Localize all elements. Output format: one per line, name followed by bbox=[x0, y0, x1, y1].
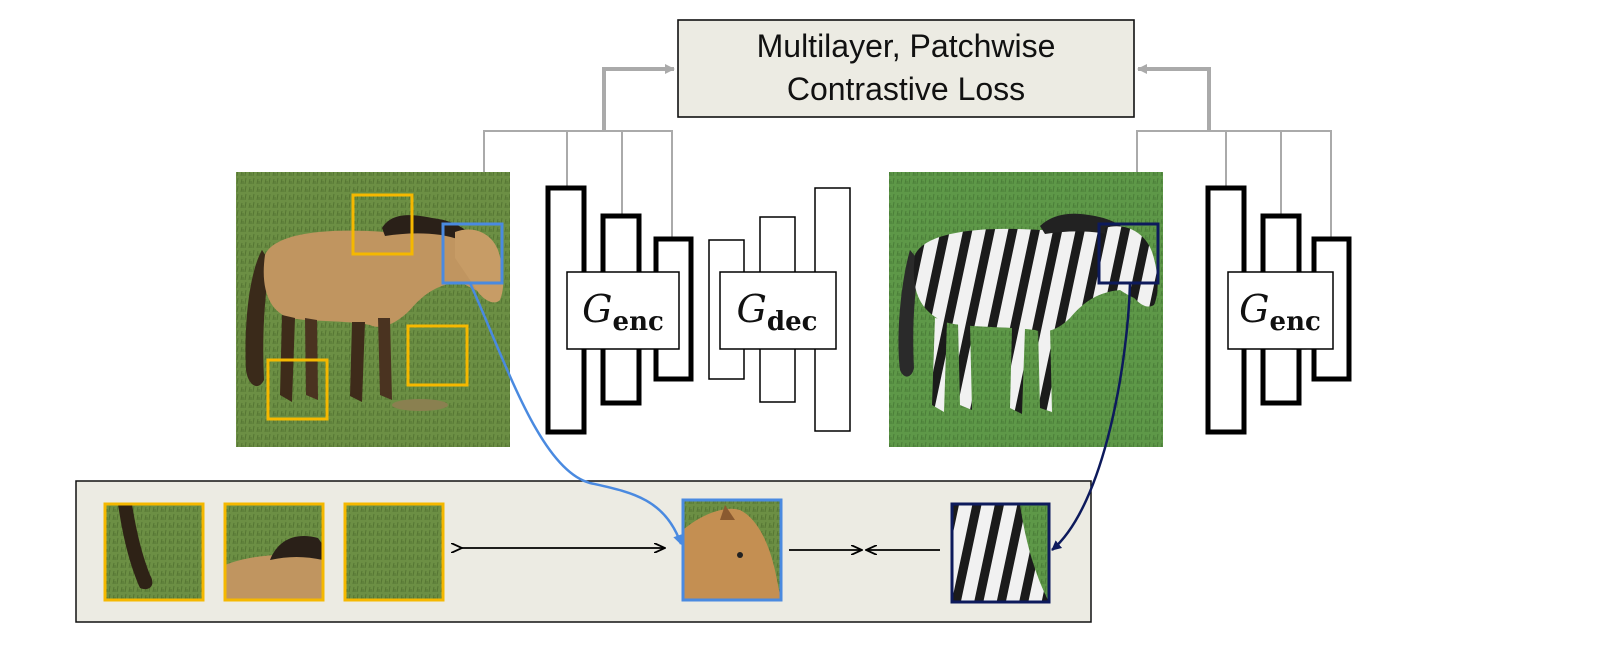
query-patch-zebra-head bbox=[950, 502, 1051, 604]
encoder-left: Genc bbox=[545, 185, 694, 435]
negative-patch-grass bbox=[343, 502, 445, 602]
horse-negative-patches bbox=[266, 193, 469, 421]
zebra-output-image bbox=[889, 172, 1163, 447]
decoder-label-box bbox=[719, 271, 837, 350]
zebra-query-patch-box bbox=[1097, 222, 1160, 285]
left-feature-connectors bbox=[483, 64, 675, 240]
encoder-right: Genc bbox=[1205, 185, 1352, 435]
loss-title-line-1: Multilayer, Patchwise bbox=[757, 28, 1056, 64]
encoder-right-label: Genc bbox=[1239, 287, 1321, 337]
contrastive-arrows bbox=[462, 548, 940, 550]
encoder-left-label: Genc bbox=[582, 287, 664, 337]
positive-patch-horse-head bbox=[681, 498, 783, 602]
loss-title-line-2: Contrastive Loss bbox=[787, 71, 1025, 107]
query-patch-extraction-arrow bbox=[1051, 282, 1132, 551]
negative-patch-box bbox=[406, 324, 469, 387]
negative-patch-box bbox=[266, 358, 329, 421]
encoder-left-label-box bbox=[566, 271, 680, 350]
negative-patch-leg bbox=[103, 502, 205, 602]
horse-positive-patch-box bbox=[441, 222, 504, 285]
right-feature-connectors bbox=[1136, 64, 1332, 240]
horse-input-image bbox=[236, 172, 510, 447]
negative-patch-back bbox=[223, 502, 325, 602]
decoder: Gdec bbox=[708, 187, 851, 432]
positive-patch-extraction-arrow bbox=[468, 282, 683, 545]
encoder-right-label-box bbox=[1227, 271, 1334, 350]
loss-box: Multilayer, Patchwise Contrastive Loss bbox=[677, 19, 1135, 118]
negative-patch-box bbox=[351, 193, 414, 256]
decoder-label: Gdec bbox=[737, 287, 818, 337]
